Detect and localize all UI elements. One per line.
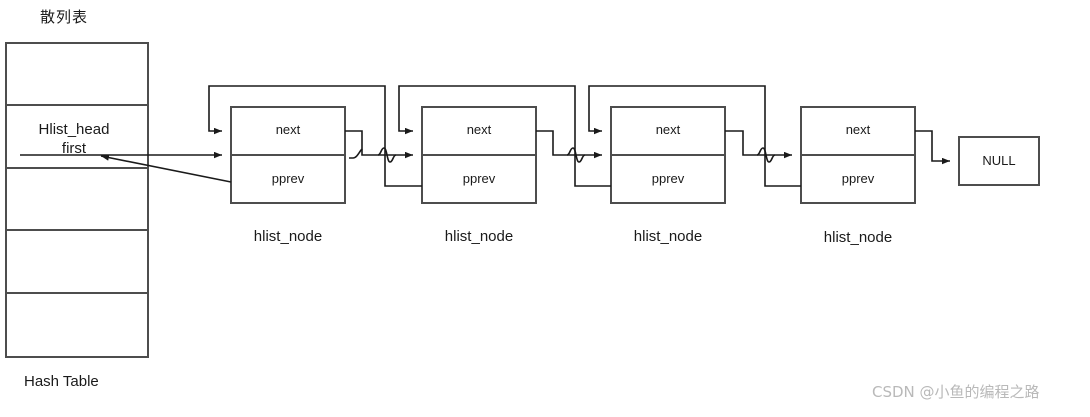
hash-head-field-line1: Hlist_head [38,121,110,138]
wire-hop-1 [377,147,397,163]
wire-hop-3 [756,147,776,163]
node-box-1 [230,106,346,204]
node-box-2 [421,106,537,204]
hash-head-field-line2: first [61,140,87,157]
node-1-caption: hlist_node [253,228,323,245]
null-label: NULL [982,153,1016,168]
node-2-caption: hlist_node [444,228,514,245]
node1-pprev-backpointer [100,154,232,183]
node-4-next-label: next [845,122,871,137]
node-box-4 [800,106,916,204]
node4-next-null-pointer [915,130,950,165]
node-4-pprev-label: pprev [841,171,875,186]
hash-table-grid [5,42,149,358]
node1-next-wire-a [345,130,363,159]
diagram-title: 散列表 [40,9,89,26]
node3-next-pointer [725,130,792,159]
node3-pprev-backpointer [398,85,611,187]
node4-pprev-backpointer [588,85,801,187]
node-3-next-label: next [655,122,681,137]
node-2-pprev-label: pprev [462,171,496,186]
csdn-watermark: CSDN @小鱼的编程之路 [872,383,1040,401]
node2-pprev-backpointer [208,85,422,187]
hash-table-caption: Hash Table [24,373,99,390]
node-box-3 [610,106,726,204]
node-4-caption: hlist_node [823,229,893,246]
node-2-next-label: next [466,122,492,137]
null-box [958,136,1040,186]
node-1-next-label: next [275,122,301,137]
node-3-caption: hlist_node [633,228,703,245]
node-3-pprev-label: pprev [651,171,685,186]
node-1-pprev-label: pprev [271,171,305,186]
wire-hop-2 [566,147,586,163]
node2-next-pointer [536,130,602,159]
